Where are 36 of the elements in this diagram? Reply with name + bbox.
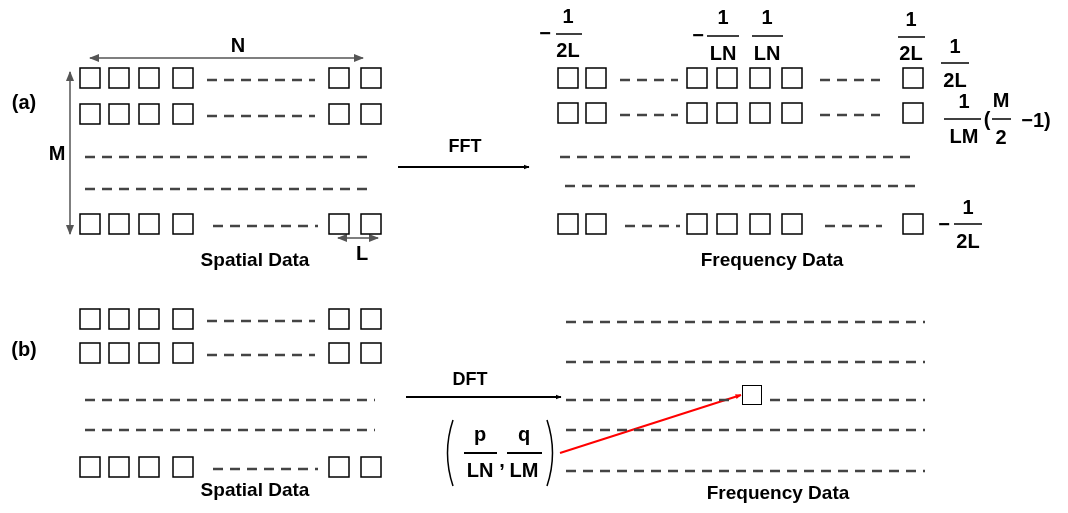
panel-label: (a)	[11, 92, 37, 112]
node-label: Frequency Data	[706, 483, 850, 504]
math-text: LM	[949, 126, 979, 146]
math-text: −	[938, 214, 950, 234]
panel-label: (b)	[11, 339, 37, 359]
math-text: 2L	[956, 231, 980, 251]
math-text: 2L	[899, 43, 923, 63]
math-text: LM	[509, 460, 539, 480]
grid-cell	[742, 385, 762, 405]
math-text: 2	[995, 127, 1007, 147]
math-text: 1	[958, 91, 970, 111]
math-text: (	[983, 109, 991, 129]
math-text: 2L	[943, 70, 967, 90]
node-label: Spatial Data	[200, 250, 310, 271]
math-text: 1	[905, 9, 917, 29]
node-label: Spatial Data	[200, 480, 310, 501]
math-text: 2L	[556, 40, 580, 60]
math-text: LN	[466, 460, 494, 480]
dimension-label: N	[230, 35, 246, 55]
math-text: LN	[709, 43, 737, 63]
math-text: q	[517, 424, 531, 444]
math-text: 1	[717, 7, 729, 27]
math-text: −	[692, 25, 704, 45]
math-text: 1	[949, 36, 961, 56]
math-text: 1	[562, 6, 574, 26]
dimension-label: L	[355, 243, 369, 263]
math-text: p	[473, 424, 487, 444]
dimension-label: M	[48, 143, 66, 163]
math-text: M	[992, 90, 1010, 110]
math-text: −	[539, 23, 551, 43]
math-text: −1)	[1021, 110, 1051, 130]
math-text: LN	[753, 43, 781, 63]
node-label: Frequency Data	[700, 250, 844, 271]
math-text: 1	[761, 7, 773, 27]
math-text: 1	[962, 197, 974, 217]
math-text: ,	[499, 450, 505, 470]
